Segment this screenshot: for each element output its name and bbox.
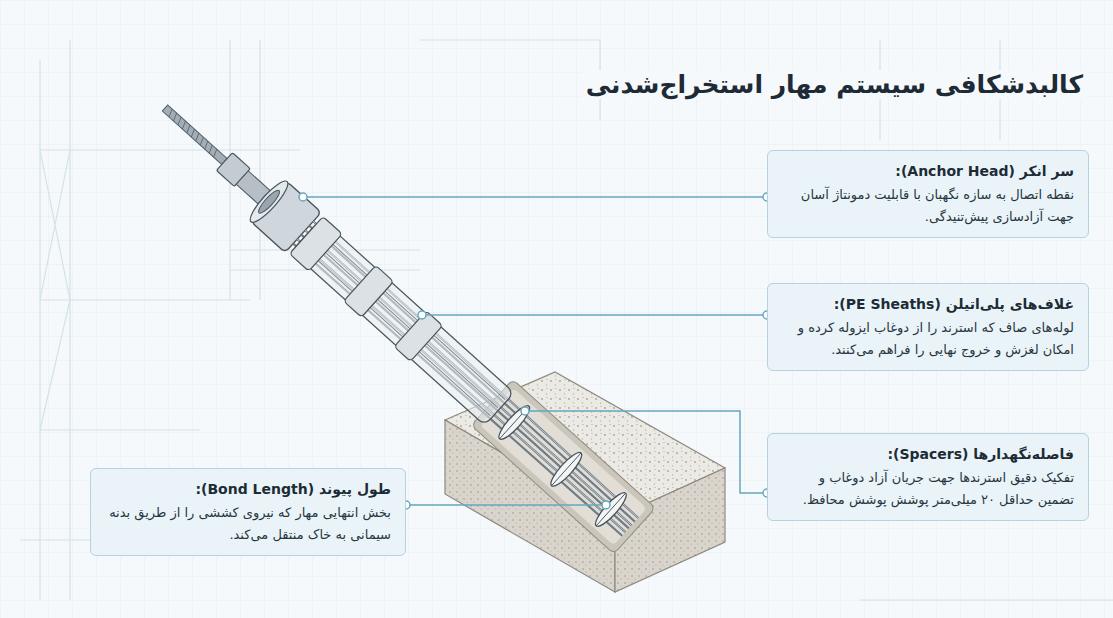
callout-body: نقطه اتصال به سازه نگهبان با قابلیت دمون… xyxy=(782,184,1074,227)
callout-box: طول پیوند (Bond Length):بخش انتهایی مهار… xyxy=(90,468,406,556)
callout-heading: غلاف‌های پلی‌اتیلن (PE Sheaths): xyxy=(782,293,1074,315)
callout-body: بخش انتهایی مهار که نیروی کششی را از طری… xyxy=(105,502,391,545)
callout-heading: طول پیوند (Bond Length): xyxy=(105,478,391,500)
callout-box: سر انکر (Anchor Head):نقطه اتصال به سازه… xyxy=(767,150,1089,238)
diagram-title: کالبدشکافی سیستم مهار استخراج‌شدنی xyxy=(582,70,1087,99)
callout-heading: سر انکر (Anchor Head): xyxy=(782,160,1074,182)
callout-body: لوله‌های صاف که استرند را از دوغاب ایزول… xyxy=(782,317,1074,360)
callout-body: تفکیک دقیق استرندها جهت جریان آزاد دوغاب… xyxy=(782,467,1074,510)
callout-box: فاصله‌نگهدارها (Spacers):تفکیک دقیق استر… xyxy=(767,433,1089,521)
callout-box: غلاف‌های پلی‌اتیلن (PE Sheaths):لوله‌های… xyxy=(767,283,1089,371)
callout-heading: فاصله‌نگهدارها (Spacers): xyxy=(782,443,1074,465)
